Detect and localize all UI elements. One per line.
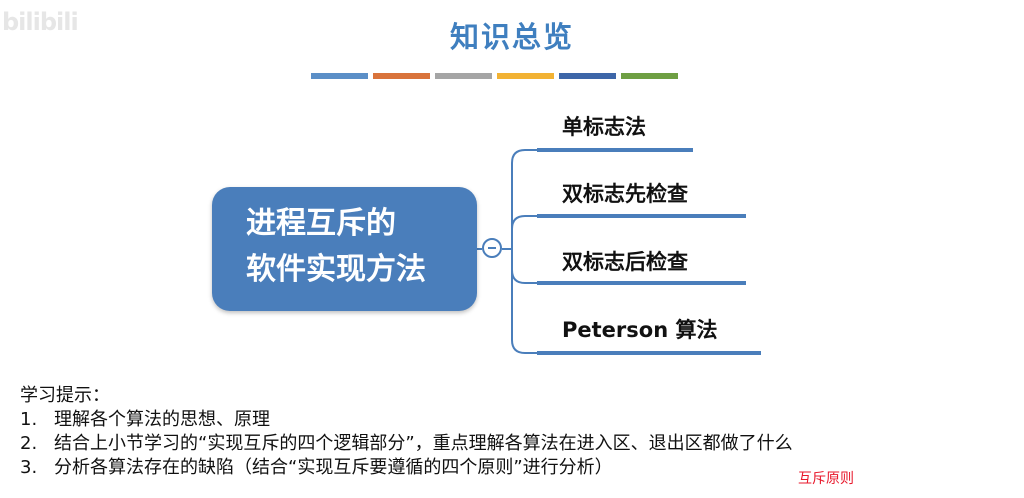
study-hint-item: 1. 理解各个算法的思想、原理 xyxy=(20,408,793,432)
watermark-logo: bilibili xyxy=(2,8,79,36)
connector-branch-3 xyxy=(511,249,537,284)
handwritten-annotation: 互斥原则 xyxy=(798,471,854,487)
study-hint-item: 3. 分析各算法存在的缺陷（结合“实现互斥要遵循的四个原则”进行分析） xyxy=(20,456,793,480)
study-hints-heading: 学习提示： xyxy=(20,385,110,406)
branch-node-4-label[interactable]: Peterson 算法 xyxy=(562,318,718,342)
study-hint-number: 1. xyxy=(20,409,38,430)
collapse-toggle-button[interactable] xyxy=(482,238,502,258)
branch-node-4-underline xyxy=(537,351,761,355)
branch-node-3-label[interactable]: 双标志后检查 xyxy=(562,250,688,274)
root-node[interactable]: 进程互斥的 软件实现方法 xyxy=(212,187,477,311)
study-hint-item: 2. 结合上小节学习的“实现互斥的四个逻辑部分”，重点理解各算法在进入区、退出区都… xyxy=(20,432,793,456)
study-hint-number: 3. xyxy=(20,457,38,478)
color-bar xyxy=(497,73,554,79)
branch-node-1-underline xyxy=(537,148,693,152)
connector-branch-4 xyxy=(511,249,537,354)
color-bar xyxy=(373,73,430,79)
study-hint-number: 2. xyxy=(20,433,38,454)
color-bar xyxy=(311,73,368,79)
study-hints: 学习提示： 1. 理解各个算法的思想、原理 2. 结合上小节学习的“实现互斥的四个逻… xyxy=(20,384,793,480)
branch-node-2-label[interactable]: 双标志先检查 xyxy=(562,182,688,206)
study-hint-text: 分析各算法存在的缺陷（结合“实现互斥要遵循的四个原则”进行分析） xyxy=(54,457,613,478)
study-hint-text: 结合上小节学习的“实现互斥的四个逻辑部分”，重点理解各算法在进入区、退出区都做了… xyxy=(54,433,793,454)
page-title: 知识总览 xyxy=(449,20,574,54)
root-node-line-1: 进程互斥的 xyxy=(246,206,396,241)
color-bar xyxy=(621,73,678,79)
branch-node-3-underline xyxy=(537,281,746,285)
connector-branch-1 xyxy=(502,149,537,250)
branch-node-2-underline xyxy=(537,214,746,218)
branch-node-1-label[interactable]: 单标志法 xyxy=(562,115,646,139)
connector-branch-2 xyxy=(511,215,537,249)
root-node-line-2: 软件实现方法 xyxy=(246,252,426,287)
color-bar xyxy=(559,73,616,79)
color-bar xyxy=(435,73,492,79)
study-hint-text: 理解各个算法的思想、原理 xyxy=(54,409,270,430)
